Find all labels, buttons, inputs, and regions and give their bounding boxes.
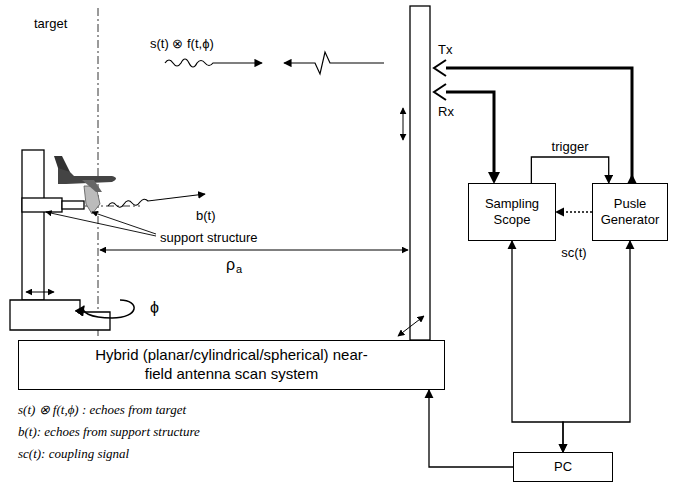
instrument-box: Pusle Generator xyxy=(592,183,668,241)
incident-pulse xyxy=(284,52,384,74)
signal-connector xyxy=(512,241,563,452)
rotation-arrow xyxy=(83,300,134,318)
edge-label: sc(t) xyxy=(559,245,588,261)
edge-label: trigger xyxy=(550,139,591,155)
target-echo-wave xyxy=(165,59,262,67)
system-band: Hybrid (planar/cylindrical/spherical) ne… xyxy=(18,340,445,390)
tx-horn xyxy=(434,60,446,76)
rx-horn xyxy=(434,84,446,100)
note-text: b(t): echoes from support structure xyxy=(18,424,200,440)
box-label: PC xyxy=(554,459,572,475)
leader-line xyxy=(92,212,156,234)
slide-arrow xyxy=(26,292,54,293)
note-text: sc(t): coupling signal xyxy=(18,446,129,462)
target-label: target xyxy=(34,16,67,32)
instrument-box: PC xyxy=(513,452,613,482)
box-label: Sampling Scope xyxy=(475,196,549,229)
scan-arrow xyxy=(398,316,424,336)
support-echo-wave xyxy=(108,194,205,207)
note-text: s(t) ⊗ f(t,ϕ) : echoes from target xyxy=(18,402,186,418)
distance-dimension xyxy=(100,250,408,251)
box-label: Pusle Generator xyxy=(599,196,661,229)
port-label: Rx xyxy=(438,104,454,120)
port-label: Tx xyxy=(438,42,452,58)
signal-connector xyxy=(556,211,592,212)
signal-label: b(t) xyxy=(196,208,216,224)
target-airplane xyxy=(54,156,116,192)
signal-connector xyxy=(429,390,513,467)
box-label: Hybrid (planar/cylindrical/spherical) ne… xyxy=(82,346,382,384)
distance-subscript: a xyxy=(236,263,242,276)
signal-label: s(t) ⊗ f(t,ϕ) xyxy=(150,36,214,52)
instrument-box: Sampling Scope xyxy=(468,183,556,241)
angle-symbol: ϕ xyxy=(150,298,159,317)
leader-line xyxy=(46,212,156,236)
distance-symbol: ρ xyxy=(226,255,235,274)
scan-arrow xyxy=(403,108,404,140)
antenna-tower xyxy=(410,6,430,340)
signal-connector xyxy=(563,241,630,452)
rotation-axis xyxy=(98,8,99,338)
part-label: support structure xyxy=(160,230,258,246)
tx-feed-line xyxy=(446,68,632,183)
signal-connector xyxy=(531,157,608,183)
